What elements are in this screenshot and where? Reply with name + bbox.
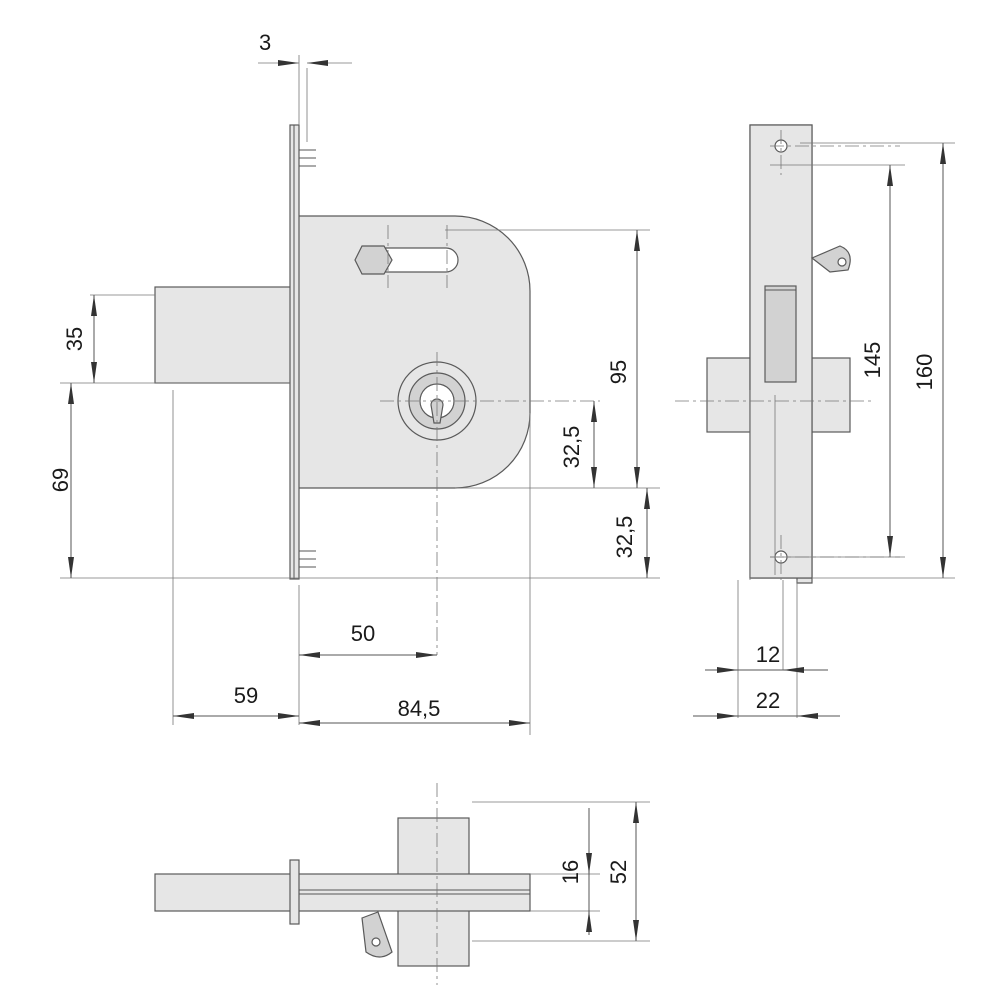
screw-marks: [299, 149, 316, 568]
dim-bolt-height: 35: [62, 327, 87, 351]
dim-screw-spacing: 145: [860, 342, 885, 379]
dim-plate-width: 22: [756, 688, 780, 713]
top-view-dimensions: 16 52: [472, 801, 650, 942]
deadbolt: [154, 286, 294, 384]
dim-case-bottom-to-plate-bottom: 32,5: [612, 516, 637, 559]
side-view: [675, 124, 900, 584]
dim-bolt-throw: 59: [234, 683, 258, 708]
dim-bolt-thickness: 12: [756, 642, 780, 667]
side-view-dimensions: 145 160 12 22: [693, 142, 955, 719]
dim-case-depth: 84,5: [398, 696, 441, 721]
face-plate-top: [289, 859, 300, 925]
latch-slot: [354, 225, 459, 288]
dim-body-width: 52: [606, 860, 631, 884]
dim-plate-thickness: 3: [259, 30, 271, 55]
dim-rod-thickness: 16: [558, 860, 583, 884]
rod-top: [154, 873, 531, 912]
dim-plate-height: 160: [912, 354, 937, 391]
dim-cylinder-to-case-bottom: 32,5: [559, 426, 584, 469]
latch-window: [764, 285, 797, 383]
front-view: [154, 124, 600, 655]
dim-case-height: 95: [606, 360, 631, 384]
key-side: [810, 245, 851, 273]
front-view-dimensions: 3 35 69 95 32,5 32,5 50 59 84,5: [48, 30, 660, 735]
dim-backset: 50: [351, 621, 375, 646]
dim-bolt-to-bottom: 69: [48, 468, 73, 492]
top-view: [154, 783, 531, 985]
key-top: [361, 911, 393, 958]
